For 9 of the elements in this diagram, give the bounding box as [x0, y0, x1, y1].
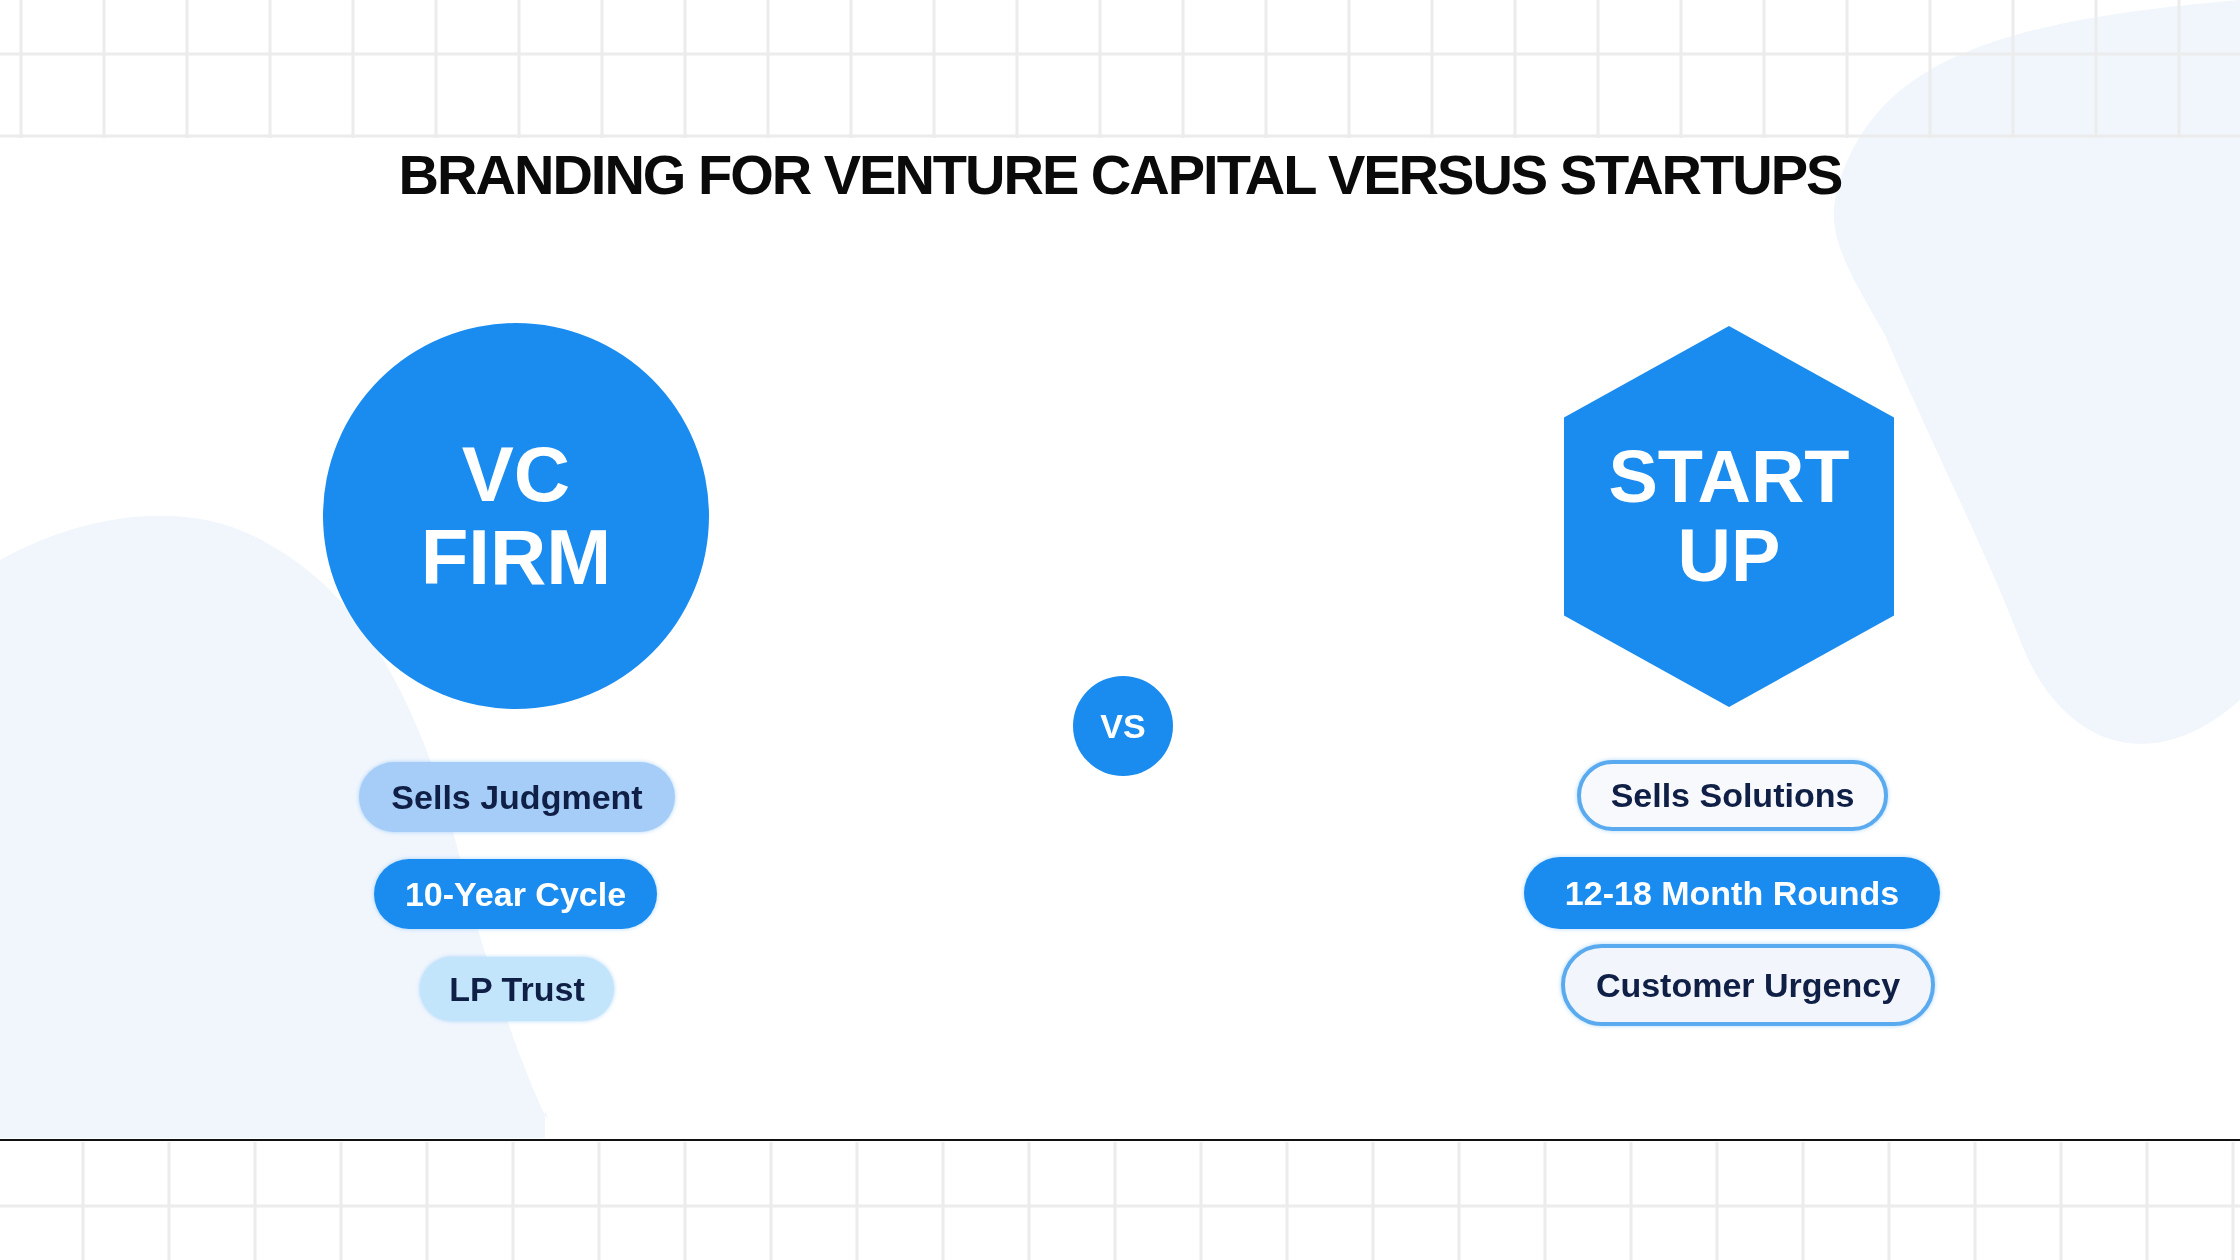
- title: BRANDING FOR VENTURE CAPITAL VERSUS STARTUPS: [397, 142, 1843, 207]
- tag-pill: Sells Judgment: [359, 762, 675, 832]
- tag-pill: Sells Solutions: [1577, 760, 1888, 831]
- circle-node: VC FIRM: [323, 323, 709, 709]
- vs-circle: VS: [1073, 676, 1173, 776]
- tag-pill: 12-18 Month Rounds: [1524, 857, 1940, 929]
- tag-pill: Customer Urgency: [1561, 944, 1935, 1026]
- tag-pill: 10-Year Cycle: [374, 859, 657, 929]
- tag-pill: LP Trust: [420, 957, 614, 1021]
